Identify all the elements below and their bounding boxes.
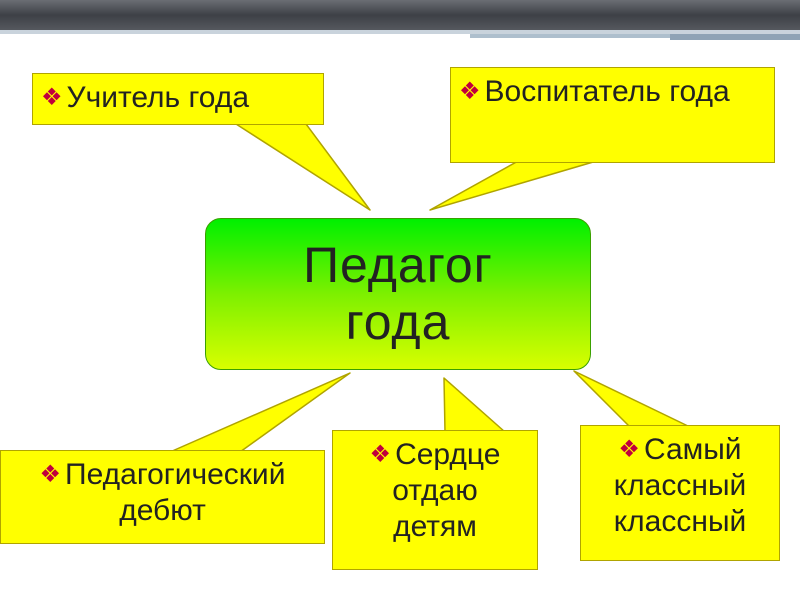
connector-heart [443, 377, 506, 433]
node-educator-label: Воспитатель года [484, 75, 730, 108]
central-node: Педагог года [205, 218, 591, 370]
node-debut-label: Педагогический дебют [65, 458, 286, 527]
diamond-bullet-icon: ❖ [459, 78, 481, 105]
node-educator: ❖Воспитатель года [450, 67, 775, 163]
connector-educator [429, 159, 601, 211]
central-node-label: Педагог года [303, 236, 493, 351]
connector-classteacher [573, 370, 691, 428]
node-debut: ❖Педагогический дебют [0, 450, 325, 544]
node-classteacher: ❖Самый классный классный [580, 425, 780, 561]
node-heart-label: Сердце отдаю детям [392, 438, 501, 543]
diamond-bullet-icon: ❖ [618, 436, 640, 463]
diamond-bullet-icon: ❖ [39, 461, 62, 488]
diamond-bullet-icon: ❖ [41, 84, 63, 111]
node-teacher-label: Учитель года [66, 81, 250, 114]
slide-header-bar [0, 0, 800, 40]
node-heart: ❖Сердце отдаю детям [332, 430, 538, 570]
node-teacher: ❖Учитель года [32, 73, 324, 125]
connector-debut [169, 372, 351, 453]
connector-teacher [235, 123, 371, 211]
diamond-bullet-icon: ❖ [369, 441, 392, 468]
node-classteacher-label: Самый классный классный [613, 433, 747, 538]
